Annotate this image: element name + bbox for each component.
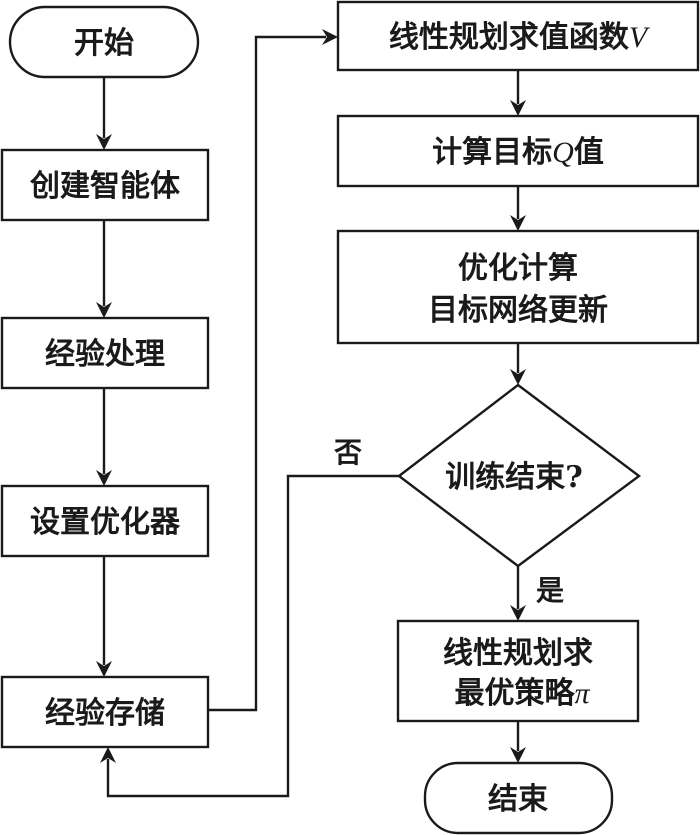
edge-set-optimizer-to-experience-storage [96, 556, 112, 677]
edge-lp-optimal-policy-to-end [510, 721, 526, 763]
yes-label: 是 [536, 574, 564, 607]
edge-optimize-update-to-decision [510, 343, 526, 385]
lp-optimal-policy-text: 最优策略 [454, 676, 575, 711]
edge-start-to-create-agent [96, 77, 112, 150]
no-label: 否 [334, 436, 362, 469]
value-function-symbol: V [629, 21, 651, 54]
set-optimizer-box: 设置优化器 [0, 484, 210, 558]
create-agent-label: 创建智能体 [29, 169, 181, 204]
compute-target-q-text-after: 值 [574, 135, 604, 170]
lp-optimal-policy-line1: 线性规划求 [443, 636, 593, 671]
create-agent-box: 创建智能体 [0, 148, 210, 222]
lp-value-function-text: 线性规划求值函数 [389, 20, 630, 55]
start-terminal: 开始 [8, 5, 200, 79]
edge-create-agent-to-experience-processing [96, 220, 112, 318]
compute-target-q-label: 计算目标Q值 [432, 135, 604, 170]
optimize-update-line1: 优化计算 [458, 251, 578, 286]
edge-decision-yes-to-lp-optimal-policy [510, 566, 526, 621]
edge-experience-processing-to-set-optimizer [96, 388, 112, 486]
set-optimizer-label: 设置优化器 [30, 505, 181, 540]
q-symbol: Q [552, 136, 574, 169]
lp-value-function-label: 线性规划求值函数V [389, 20, 651, 55]
start-label: 开始 [74, 26, 134, 61]
experience-processing-box: 经验处理 [0, 316, 210, 390]
pi-symbol: π [574, 677, 590, 710]
end-terminal: 结束 [423, 761, 614, 835]
edge-experience-storage-to-lp-value-function [208, 29, 338, 712]
edge-compute-target-q-to-optimize-update [510, 186, 526, 231]
end-label: 结束 [488, 782, 548, 817]
experience-processing-label: 经验处理 [45, 337, 165, 372]
experience-storage-label: 经验存储 [45, 696, 165, 731]
optimize-update-box: 优化计算 目标网络更新 [336, 229, 700, 345]
lp-value-function-box: 线性规划求值函数V [336, 0, 700, 72]
edge-decision-no-to-experience-storage [100, 474, 399, 798]
training-done-label: 训练结束? [445, 460, 583, 495]
compute-target-q-box: 计算目标Q值 [336, 114, 700, 188]
optimize-update-line2: 目标网络更新 [428, 293, 608, 328]
edge-lp-value-function-to-compute-target-q [510, 70, 526, 116]
experience-storage-box: 经验存储 [0, 675, 210, 749]
lp-optimal-policy-box: 线性规划求 最优策略π [396, 619, 640, 723]
training-done-decision: 训练结束? [397, 383, 642, 568]
compute-target-q-text-before: 计算目标 [432, 135, 552, 170]
lp-optimal-policy-line2: 最优策略π [454, 676, 590, 711]
